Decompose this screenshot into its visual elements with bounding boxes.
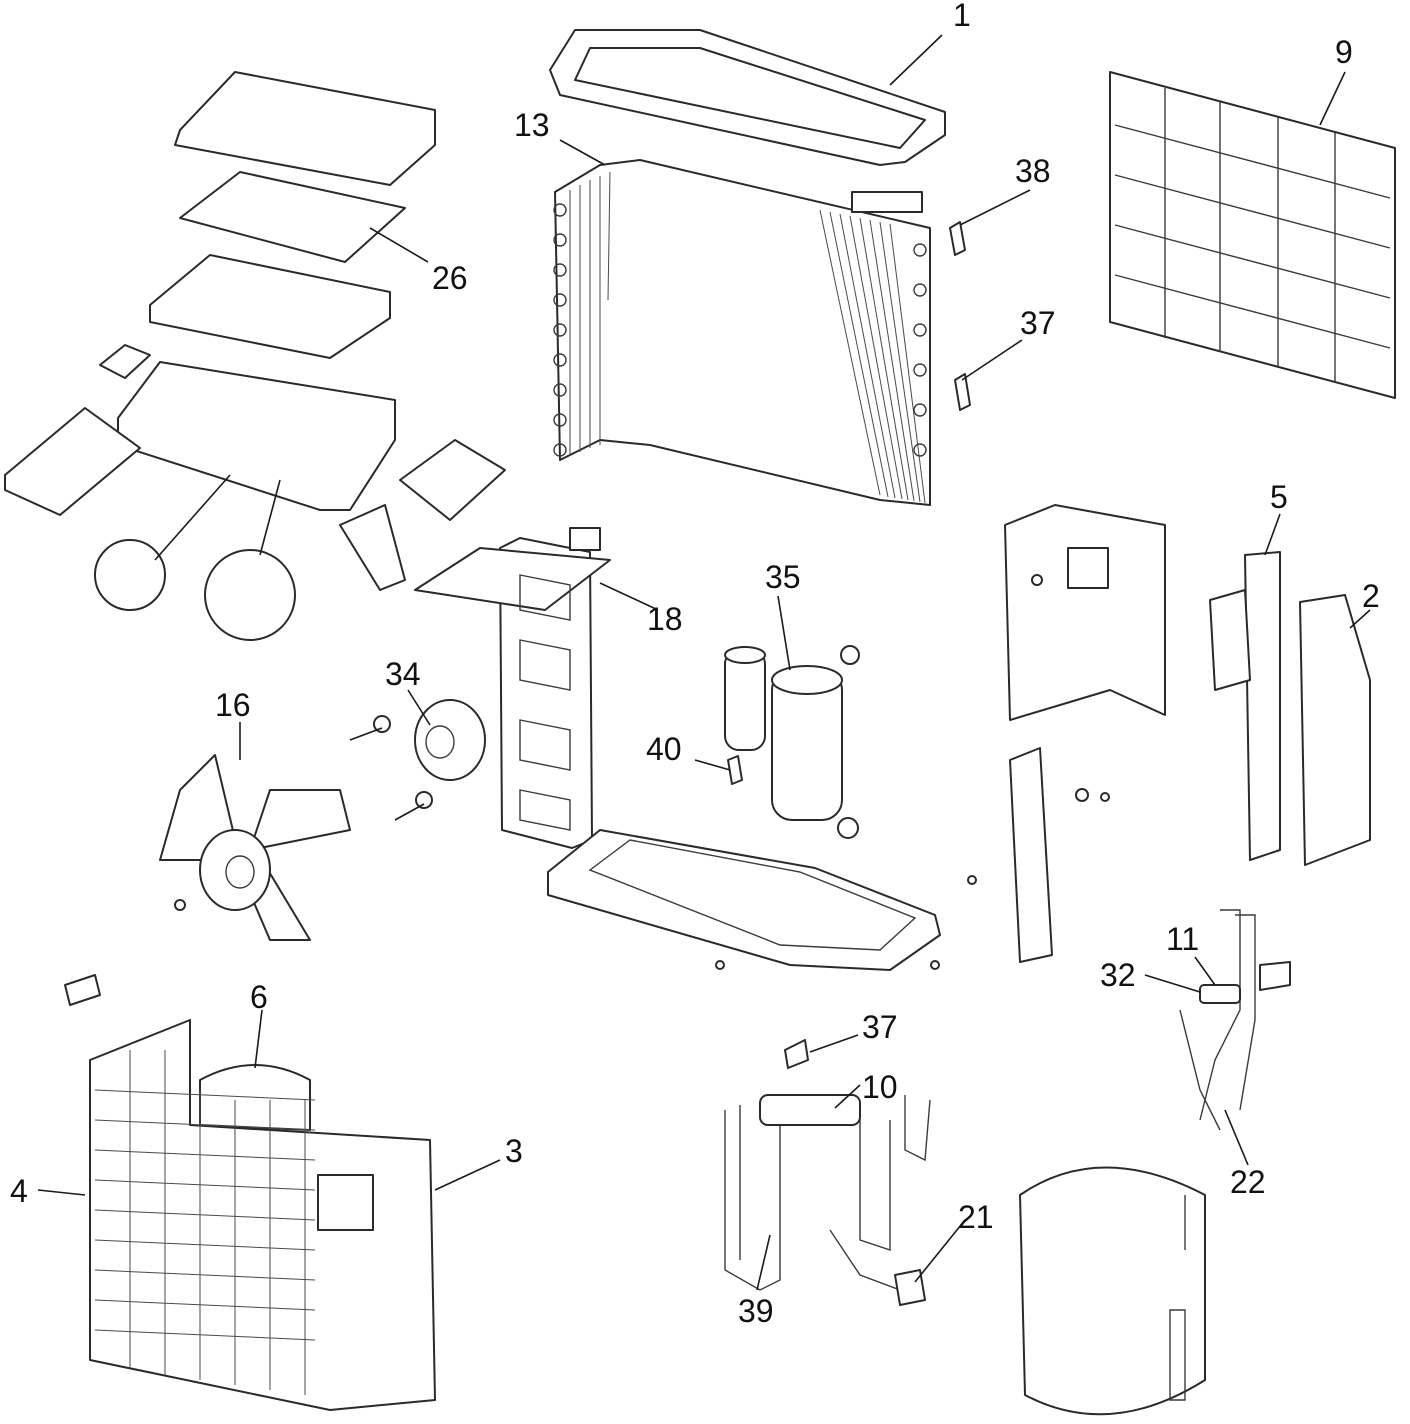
clip-38-part: [949, 221, 966, 256]
callout-21: 21: [958, 1199, 994, 1235]
callout-6: 6: [250, 979, 268, 1015]
rear-guard-grille-part: [1109, 71, 1396, 399]
callout-5: 5: [1270, 479, 1288, 515]
top-cover-part: [549, 29, 946, 166]
callout-38: 38: [1015, 153, 1051, 189]
callout-40: 40: [646, 731, 682, 767]
tubing-assembly-part: [724, 1039, 931, 1306]
callout-2: 2: [1362, 578, 1380, 614]
callout-32: 32: [1100, 957, 1136, 993]
callout-11: 11: [1166, 921, 1199, 957]
callout-37-upper: 37: [1020, 305, 1056, 341]
base-pan-part: [547, 817, 977, 971]
fan-motor-part: [349, 699, 486, 821]
callout-39: 39: [738, 1293, 774, 1329]
callout-13: 13: [514, 107, 550, 143]
callout-37-lower: 37: [862, 1009, 898, 1045]
clip-40-part: [727, 755, 743, 785]
front-panel-part: [64, 974, 436, 1411]
compressor-part: [724, 645, 860, 821]
condenser-coil-part: [553, 159, 931, 506]
reversing-valve-assembly-part: [1179, 909, 1291, 1131]
callout-34: 34: [385, 656, 421, 692]
clip-37-upper-part: [954, 373, 971, 411]
callout-35: 35: [765, 559, 801, 595]
electrical-box-assembly-part: [4, 71, 506, 641]
service-panel-part: [1209, 551, 1281, 861]
leader-lines: [37, 34, 1371, 1291]
callout-26: 26: [432, 260, 468, 296]
side-cover-part: [1299, 594, 1371, 866]
callout-3: 3: [505, 1133, 523, 1169]
valve-support-part: [1009, 747, 1110, 963]
callout-22: 22: [1230, 1164, 1266, 1200]
callout-4: 4: [10, 1173, 28, 1209]
propeller-fan-part: [159, 754, 351, 941]
compressor-insulation-part: [1019, 1166, 1206, 1416]
partition-panel-part: [1004, 504, 1166, 721]
motor-support-part: [414, 527, 611, 849]
callout-1: 1: [953, 0, 971, 33]
callout-16: 16: [215, 687, 251, 723]
callout-labels: 1 2 3 4 5 6 9 10 11 13 16 18 21 22 26 32…: [10, 0, 1380, 1329]
callout-9: 9: [1335, 34, 1353, 70]
callout-18: 18: [647, 601, 683, 637]
callout-10: 10: [862, 1069, 898, 1105]
